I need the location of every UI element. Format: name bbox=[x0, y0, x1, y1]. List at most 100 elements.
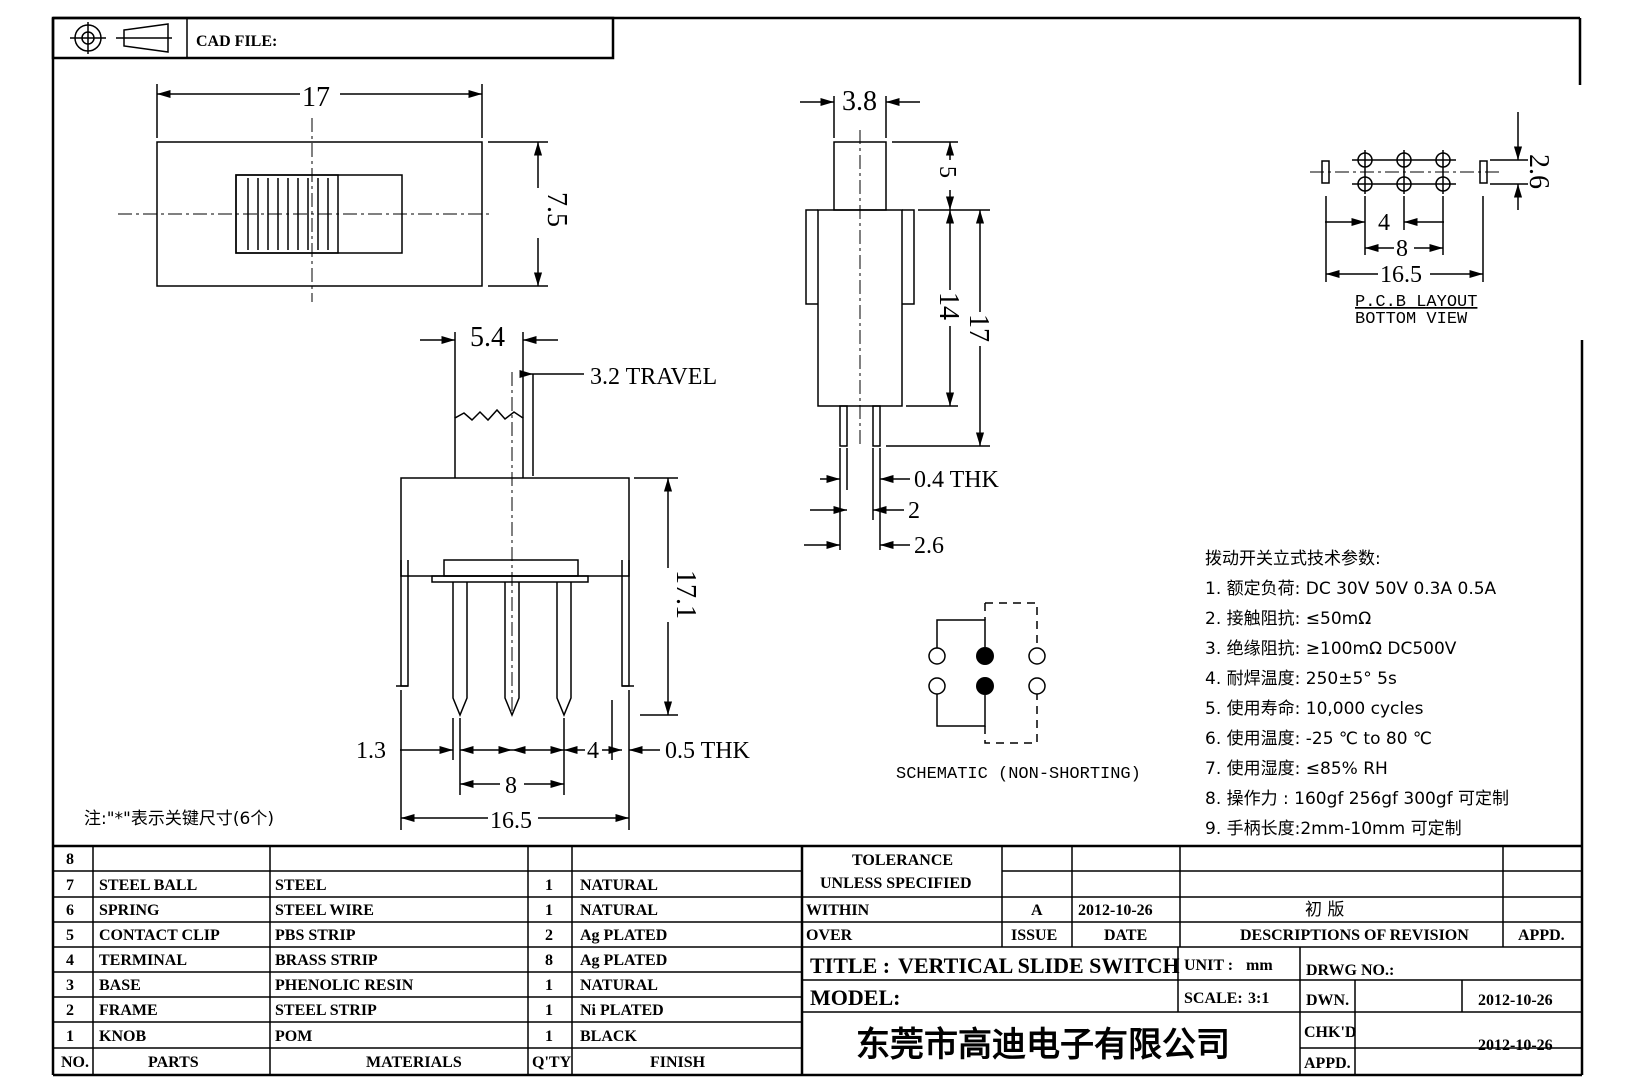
front-view: 5.4 3.2 TRAVEL 17.1 1.3 4 0.5 THK 8 bbox=[356, 322, 751, 834]
dim-side-body: 14 bbox=[933, 292, 964, 320]
bom-row-qty: 8 bbox=[545, 952, 553, 969]
dim-side-knob-height: 5 bbox=[934, 166, 960, 178]
bom-row-no: 6 bbox=[66, 902, 74, 919]
bom-table: 8 7 STEEL BALL STEEL 1 NATURAL 6 SPRING … bbox=[53, 844, 1582, 1075]
bom-row-no: 5 bbox=[66, 927, 74, 944]
bom-row-material: STEEL STRIP bbox=[275, 1002, 377, 1019]
cad-file-label: CAD FILE: bbox=[196, 33, 277, 50]
dim-front-height: 17.1 bbox=[670, 570, 701, 619]
pcb-subtitle: BOTTOM VIEW bbox=[1355, 310, 1468, 329]
bom-row-qty: 1 bbox=[545, 902, 553, 919]
spec-item: 6. 使用温度: -25 ℃ to 80 ℃ bbox=[1205, 728, 1432, 749]
bom-row-qty: 1 bbox=[545, 877, 553, 894]
spec-item: 5. 使用寿命: 10,000 cycles bbox=[1205, 698, 1424, 719]
bom-row-finish: BLACK bbox=[580, 1028, 637, 1045]
specs-block: 拨动开关立式技术参数: 1. 额定负荷: DC 30V 50V 0.3A 0.5… bbox=[1205, 549, 1509, 839]
bom-row-material: PHENOLIC RESIN bbox=[275, 977, 414, 994]
chkd-label: CHK'D bbox=[1304, 1024, 1356, 1041]
dim-top-height: 7.5 bbox=[541, 192, 572, 227]
bom-row-finish: Ag PLATED bbox=[580, 952, 667, 969]
spec-item: 3. 绝缘阻抗: ≥100mΩ DC500V bbox=[1205, 639, 1457, 659]
revision-description: 初 版 bbox=[1305, 900, 1344, 920]
bom-row-material: BRASS STRIP bbox=[275, 952, 378, 969]
bom-row-no: 3 bbox=[66, 977, 74, 994]
dim-side-pin-outer: 2.6 bbox=[914, 533, 944, 559]
spec-item: 2. 接触阻抗: ≤50mΩ bbox=[1205, 609, 1371, 629]
dim-travel: 3.2 TRAVEL bbox=[590, 364, 717, 390]
bom-row-part: STEEL BALL bbox=[99, 877, 197, 894]
dim-pin-pitch: 4 bbox=[587, 738, 599, 764]
bom-row-qty: 1 bbox=[545, 1002, 553, 1019]
bom-row-no: 2 bbox=[66, 1002, 74, 1019]
revision-issue: A bbox=[1031, 902, 1043, 919]
dim-front-thk: 0.5 THK bbox=[665, 738, 751, 764]
bom-header-no: NO. bbox=[61, 1054, 89, 1071]
dim-top-width: 17 bbox=[302, 82, 330, 113]
date-label: DATE bbox=[1104, 927, 1147, 944]
header-block: CAD FILE: bbox=[51, 16, 615, 60]
over-label: OVER bbox=[806, 927, 853, 944]
dim-left-offset: 1.3 bbox=[356, 738, 386, 764]
title-label: TITLE : bbox=[810, 953, 890, 978]
pcb-layout: 2.6 4 8 16.5 P.C.B LAYOUT BOTTOM VIEW bbox=[1310, 112, 1554, 329]
dwn-date: 2012-10-26 bbox=[1478, 992, 1553, 1009]
side-view: 3.8 5 14 17 0.4 THK 2 2.6 bbox=[800, 86, 1000, 559]
spec-item: 4. 耐焊温度: 250±5° 5s bbox=[1205, 669, 1397, 689]
bom-row-finish: Ag PLATED bbox=[580, 927, 667, 944]
company-name: 东莞市高迪电子有限公司 bbox=[856, 1025, 1230, 1065]
key-dimension-note: 注:"*"表示关键尺寸(6个) bbox=[84, 809, 274, 829]
dim-front-total: 16.5 bbox=[490, 808, 532, 834]
revision-date: 2012-10-26 bbox=[1078, 902, 1153, 919]
bom-row-material: PBS STRIP bbox=[275, 927, 356, 944]
bom-row-finish: NATURAL bbox=[580, 902, 658, 919]
bom-header-materials: MATERIALS bbox=[366, 1054, 462, 1071]
top-view: 17 7.5 bbox=[118, 82, 572, 302]
dwn-label: DWN. bbox=[1306, 992, 1349, 1009]
descriptions-label: DESCRIPTIONS OF REVISION bbox=[1240, 927, 1469, 944]
bom-row-material: STEEL bbox=[275, 877, 327, 894]
dim-side-thk: 0.4 THK bbox=[914, 467, 1000, 493]
bom-row-no: 7 bbox=[66, 877, 74, 894]
bom-header-qty: Q'TY bbox=[532, 1054, 572, 1071]
bom-row-qty: 1 bbox=[545, 1028, 553, 1045]
bom-row-no: 1 bbox=[66, 1028, 74, 1045]
dim-pcb-row: 2.6 bbox=[1523, 154, 1554, 189]
bom-row-finish: NATURAL bbox=[580, 877, 658, 894]
unit-label: UNIT : bbox=[1184, 957, 1233, 974]
bom-row-part: TERMINAL bbox=[99, 952, 187, 969]
dim-side-knob: 3.8 bbox=[842, 86, 877, 117]
chkd-date: 2012-10-26 bbox=[1478, 1037, 1553, 1054]
spec-item: 1. 额定负荷: DC 30V 50V 0.3A 0.5A bbox=[1205, 579, 1497, 599]
pcb-holes bbox=[1352, 150, 1456, 194]
bom-row-finish: Ni PLATED bbox=[580, 1002, 664, 1019]
front-view-body bbox=[400, 477, 630, 577]
bom-row-part: CONTACT CLIP bbox=[99, 927, 220, 944]
bom-header-finish: FINISH bbox=[650, 1054, 706, 1071]
dim-pcb-total: 16.5 bbox=[1380, 262, 1422, 288]
unless-specified-label: UNLESS SPECIFIED bbox=[820, 875, 972, 892]
spec-item: 8. 操作力 : 160gf 256gf 300gf 可定制 bbox=[1205, 789, 1509, 809]
spec-item: 7. 使用湿度: ≤85% RH bbox=[1205, 758, 1388, 779]
within-label: WITHIN bbox=[806, 902, 870, 919]
dim-pcb-span: 8 bbox=[1396, 236, 1408, 262]
tolerance-label: TOLERANCE bbox=[852, 852, 953, 869]
unit-value: mm bbox=[1246, 957, 1273, 974]
dim-side-pin-gap: 2 bbox=[908, 498, 920, 524]
bom-row-no: 4 bbox=[66, 952, 74, 969]
dim-pin-span: 8 bbox=[505, 773, 517, 799]
issue-label: ISSUE bbox=[1011, 927, 1057, 944]
dim-pcb-pitch: 4 bbox=[1378, 210, 1390, 236]
schematic: SCHEMATIC (NON-SHORTING) bbox=[896, 602, 1141, 784]
appd-label: APPD. bbox=[1518, 927, 1565, 944]
bom-header-parts: PARTS bbox=[148, 1054, 199, 1071]
drwg-no-label: DRWG NO.: bbox=[1306, 962, 1394, 979]
bom-row-part: FRAME bbox=[99, 1002, 158, 1019]
bom-row-no: 8 bbox=[66, 851, 74, 868]
title-block: TOLERANCE UNLESS SPECIFIED WITHIN OVER A… bbox=[802, 846, 1582, 1075]
bom-row-part: SPRING bbox=[99, 902, 160, 919]
side-view-body bbox=[817, 209, 903, 407]
appd2-label: APPD. bbox=[1304, 1055, 1351, 1072]
bom-row-qty: 1 bbox=[545, 977, 553, 994]
spec-item: 9. 手柄长度:2mm-10mm 可定制 bbox=[1205, 819, 1462, 839]
